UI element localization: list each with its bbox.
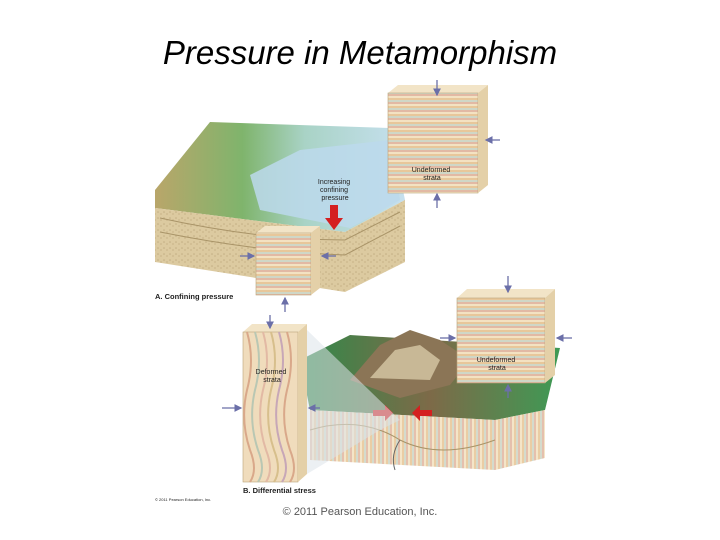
slide-title: Pressure in Metamorphism xyxy=(162,34,558,71)
undeformed-block-b xyxy=(456,289,555,384)
small-strata-block-a xyxy=(255,226,320,296)
panel-b-caption: B. Differential stress xyxy=(243,486,316,495)
undeformed-label-a: Undeformed strata xyxy=(412,167,452,182)
confining-pressure-arrow xyxy=(325,205,343,230)
deformed-strata-block xyxy=(242,324,400,483)
differential-stress-arrow xyxy=(412,405,432,421)
pressure-label: Increasing confining pressure xyxy=(318,179,352,202)
undeformed-block-a xyxy=(387,85,488,194)
undeformed-label-b: Undeformed strata xyxy=(477,357,517,372)
small-credit: © 2011 Pearson Education, Inc. xyxy=(155,497,211,502)
deformed-label: Deformed strata xyxy=(256,369,289,384)
panel-a-caption: A. Confining pressure xyxy=(155,292,233,301)
slide-footer: © 2011 Pearson Education, Inc. xyxy=(282,506,438,518)
